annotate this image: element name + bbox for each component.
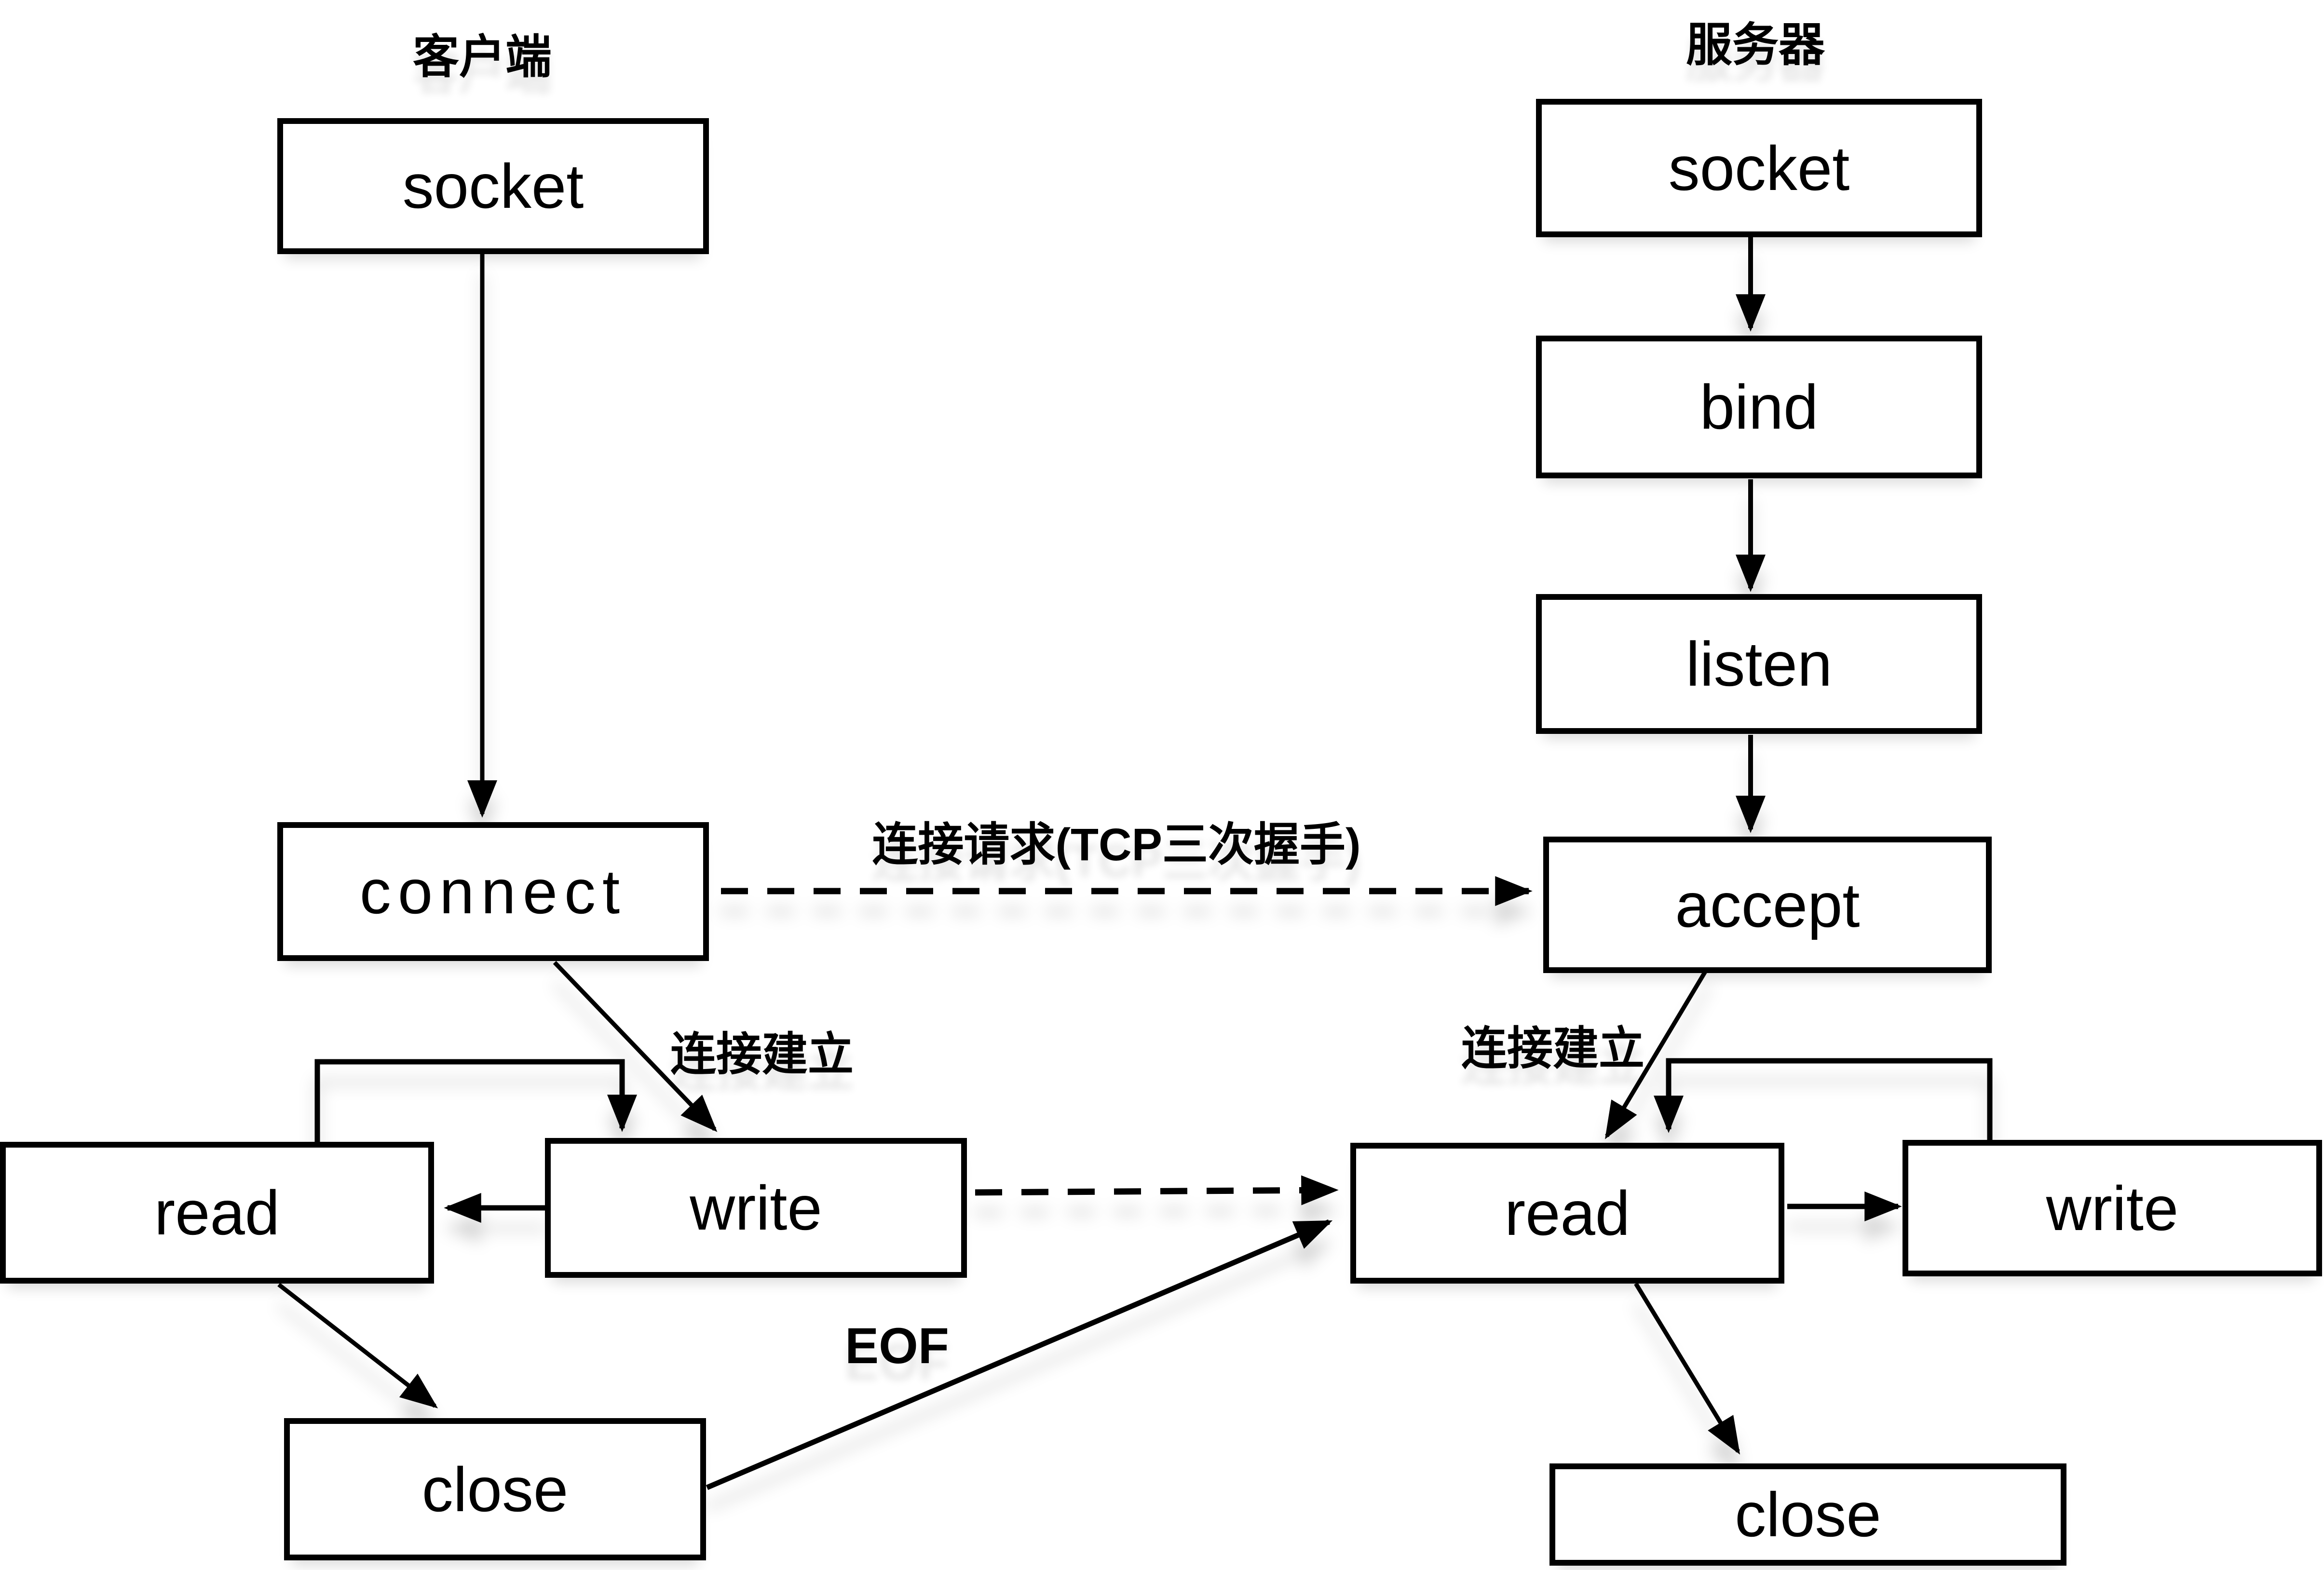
server-established-edge-label: 连接建立 [1461, 1023, 1644, 1074]
handshake-edge-label: 连接请求(TCP三次握手) [872, 819, 1361, 870]
client-read-node: read [0, 1142, 434, 1284]
arrow-connect-to-client-write [553, 961, 718, 1132]
arrow-accept-to-server-read [1605, 963, 1712, 1139]
eof-edge-label: EOF [845, 1318, 949, 1374]
server-bind-node: bind [1536, 336, 1982, 478]
arrow-server-read-to-close [1634, 1282, 1740, 1455]
client-established-edge-label: 连接建立 [670, 1029, 854, 1080]
server-column-title: 服务器 [1686, 19, 1825, 71]
server-write-node: write [1903, 1140, 2322, 1276]
client-socket-node: socket [277, 118, 709, 254]
arrow-server-write-loop-to-read [1654, 1058, 1993, 1142]
client-connect-node: connect [277, 822, 709, 961]
server-read-node: read [1350, 1143, 1784, 1284]
arrow-data-dashed [975, 1175, 1339, 1205]
arrow-client-read-loop-to-write [314, 1059, 637, 1142]
arrow-client-read-to-close [277, 1283, 438, 1408]
server-listen-node: listen [1536, 594, 1982, 734]
server-close-node: close [1549, 1463, 2066, 1566]
server-socket-node: socket [1536, 99, 1982, 237]
server-accept-node: accept [1543, 837, 1992, 973]
client-write-node: write [545, 1138, 967, 1278]
client-column-title: 客户端 [413, 31, 552, 83]
arrow-eof-close-to-server-read [706, 1219, 1333, 1490]
client-close-node: close [284, 1418, 706, 1560]
